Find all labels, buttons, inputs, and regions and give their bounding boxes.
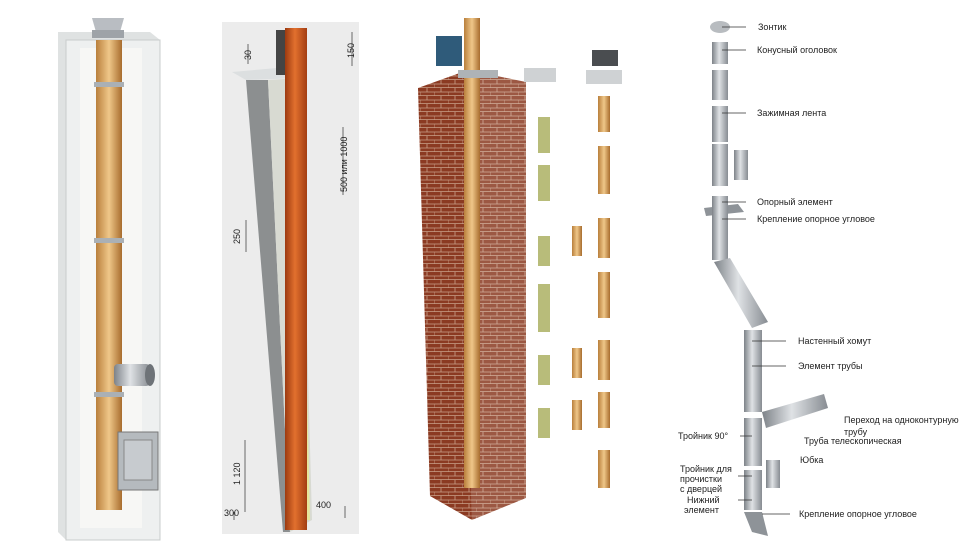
label-wall-clamp: Настенный хомут bbox=[798, 336, 872, 346]
label-bottom-element-2: элемент bbox=[684, 505, 719, 515]
label-skirt: Юбка bbox=[800, 455, 824, 465]
label-telescopic-pipe: Труба телескопическая bbox=[804, 436, 902, 446]
dimension-400: 400 bbox=[316, 500, 332, 510]
label-clamp-band: Зажимная лента bbox=[757, 108, 827, 118]
label-cleaning-tee-3: с дверцей bbox=[680, 484, 723, 494]
dimensioned-chimney-drawing bbox=[222, 22, 359, 534]
label-angle-support-top: Крепление опорное угловое bbox=[757, 214, 875, 224]
label-angle-support-bottom: Крепление опорное угловое bbox=[799, 509, 917, 519]
label-pipe-element: Элемент трубы bbox=[798, 361, 863, 371]
brick-chimney-drawing bbox=[418, 18, 622, 520]
label-cleaning-tee-2: прочистки bbox=[680, 474, 722, 484]
label-transition-1: Переход на одноконтурную bbox=[844, 415, 959, 425]
label-tee-90: Тройник 90° bbox=[678, 431, 729, 441]
label-cone-head: Конусный оголовок bbox=[757, 45, 837, 55]
dimension-500-1000: 500 или 1000 bbox=[339, 136, 349, 192]
steel-chimney-drawing bbox=[704, 21, 828, 536]
label-umbrella: Зонтик bbox=[758, 22, 787, 32]
dimension-30: 30 bbox=[243, 49, 253, 60]
insulated-chimney-drawing bbox=[58, 18, 161, 541]
label-transition-2: трубу bbox=[844, 427, 868, 437]
dimension-1120: 1 120 bbox=[232, 462, 242, 485]
label-support-element: Опорный элемент bbox=[757, 197, 833, 207]
dimension-300: 300 bbox=[224, 508, 240, 518]
dimension-250: 250 bbox=[232, 228, 242, 244]
dimension-150: 150 bbox=[346, 42, 356, 58]
label-bottom-element-1: Нижний bbox=[687, 495, 720, 505]
label-cleaning-tee-1: Тройник для bbox=[680, 464, 732, 474]
